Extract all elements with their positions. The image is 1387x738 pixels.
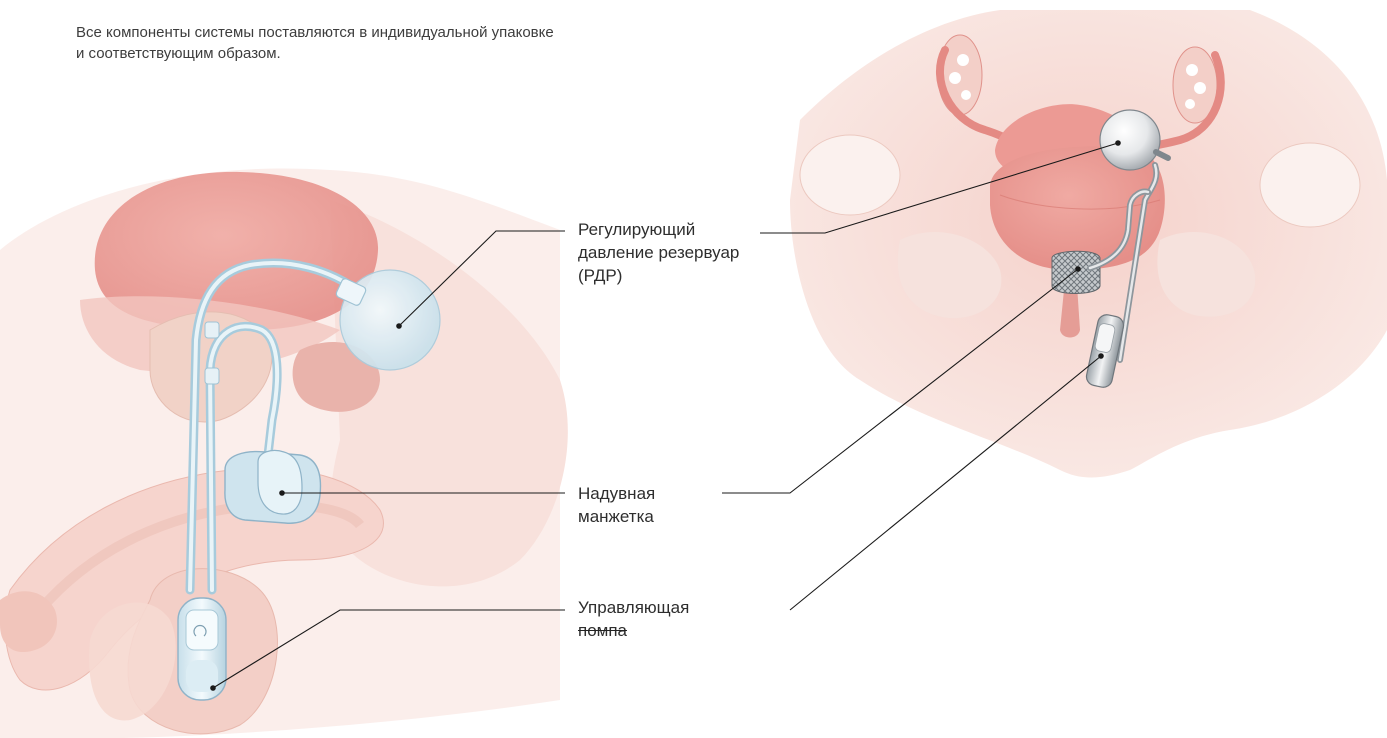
label-cuff-line-1: Надувная — [578, 482, 655, 505]
label-reservoir-line-3: (РДР) — [578, 264, 739, 287]
female-anatomy-illustration — [790, 10, 1387, 478]
male-anatomy-illustration — [0, 168, 568, 738]
label-pump-word-1: Управляющая — [578, 598, 689, 617]
label-reservoir-line-1: Регулирующий — [578, 218, 739, 241]
label-cuff-line-2: манжетка — [578, 505, 655, 528]
label-pump-word-2: помпа — [578, 621, 627, 640]
label-control-pump: Управляющая помпа — [578, 596, 689, 642]
label-pressure-regulating-reservoir: Регулирующий давление резервуар (РДР) — [578, 218, 739, 287]
label-inflatable-cuff: Надувная манжетка — [578, 482, 655, 528]
label-reservoir-line-2: давление резервуар — [578, 241, 739, 264]
